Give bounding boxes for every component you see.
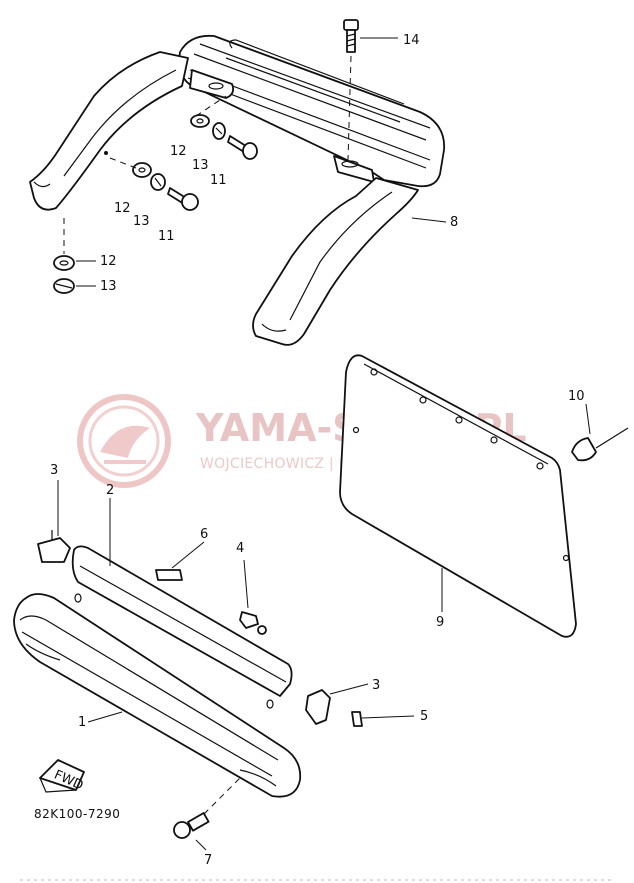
callout-11-upper: 11 [210, 173, 227, 188]
part-4-clip [239, 559, 267, 635]
callout-5: 5 [420, 709, 428, 724]
callout-13-upper: 13 [192, 158, 209, 173]
part-3-bracket-right [305, 683, 369, 725]
fastener-set-lower [53, 218, 96, 294]
callout-12-lower: 12 [100, 254, 117, 269]
callout-1: 1 [78, 715, 86, 730]
callout-11-middle: 11 [158, 229, 175, 244]
part-7-screw [173, 777, 241, 851]
leader-8 [411, 217, 447, 223]
fastener-set-middle [109, 157, 199, 211]
callout-9: 9 [436, 615, 444, 630]
callout-3-right: 3 [372, 678, 380, 693]
callout-7: 7 [204, 853, 212, 868]
part-6-pad [155, 541, 205, 581]
callout-13-middle: 13 [133, 214, 150, 229]
callout-13-lower: 13 [100, 279, 117, 294]
diagram-code: 82K100-7290 [34, 807, 120, 821]
callout-12-middle: 12 [114, 201, 131, 216]
part-5-nut [351, 711, 415, 727]
part-2-plate [71, 498, 293, 709]
callout-3-left: 3 [50, 463, 58, 478]
part-9-flap [339, 354, 577, 638]
fastener-set-upper [190, 95, 258, 160]
fwd-arrow-icon: FWD [39, 759, 85, 794]
callout-12-upper: 12 [170, 144, 187, 159]
callout-labels: 14 12 13 11 12 13 11 12 13 8 10 9 3 2 6 … [50, 33, 585, 868]
part-14-bolt [343, 19, 398, 161]
part-1-tail-cover [13, 593, 302, 798]
part-3-bracket-left [37, 480, 71, 563]
callout-10: 10 [568, 389, 585, 404]
watermark-logo [77, 394, 171, 488]
callout-14: 14 [403, 33, 420, 48]
callout-6: 6 [200, 527, 208, 542]
callout-8: 8 [450, 215, 458, 230]
callout-4: 4 [236, 541, 244, 556]
part-8-carrier [29, 34, 447, 346]
callout-2: 2 [106, 483, 114, 498]
part-10-rivet [571, 403, 629, 462]
